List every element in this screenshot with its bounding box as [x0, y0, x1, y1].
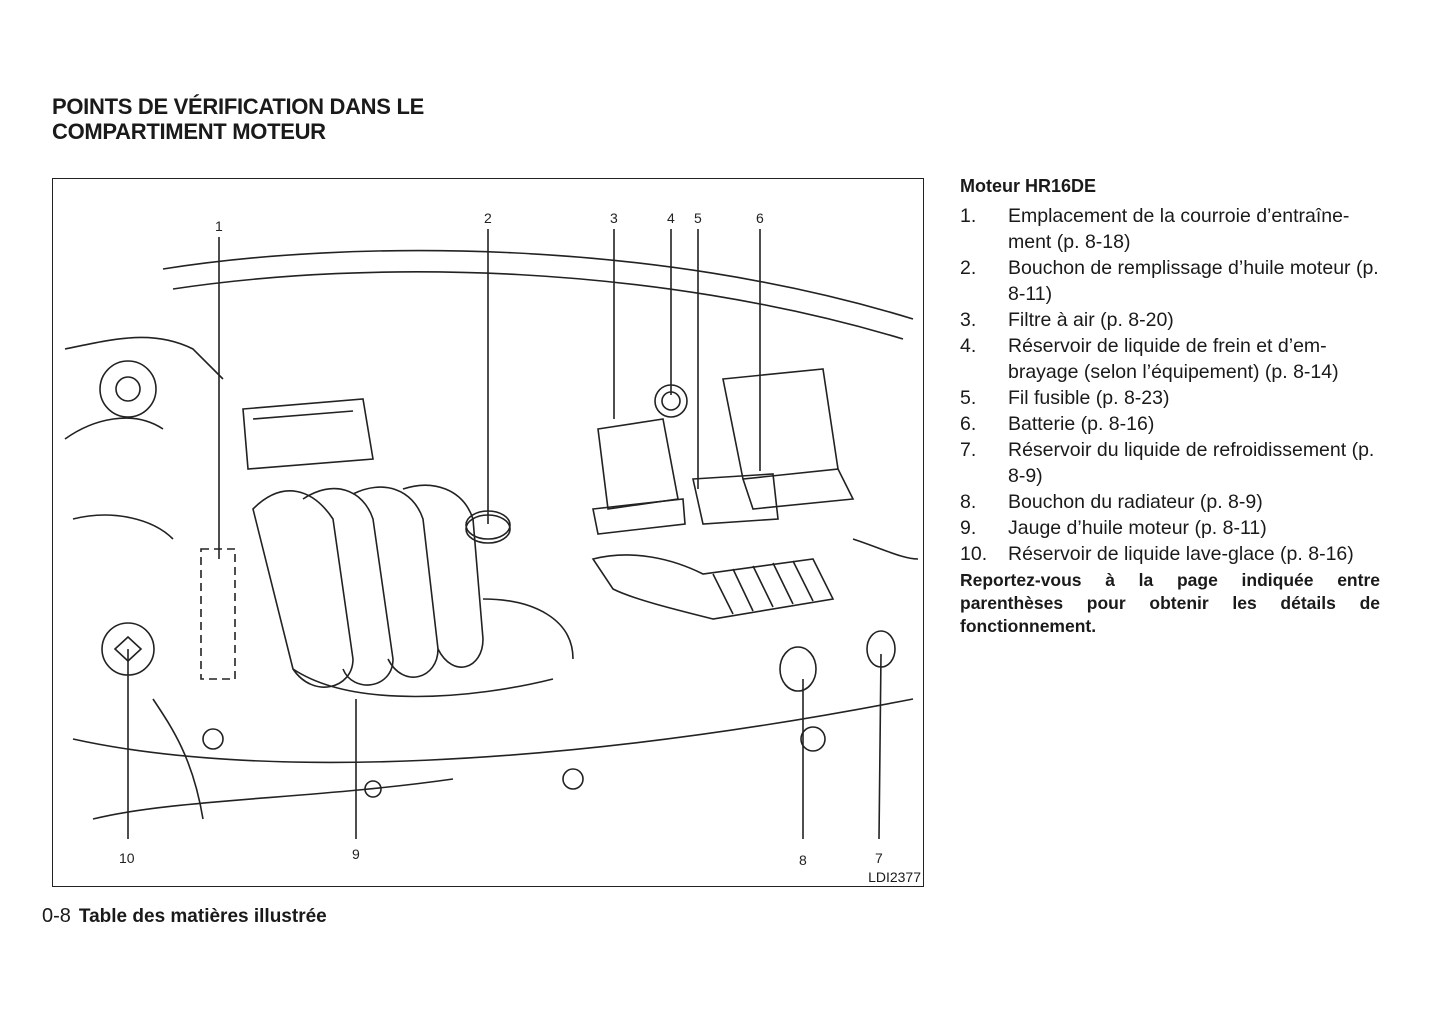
- legend-item-text: Jauge d’huile moteur (p. 8-11): [1008, 517, 1267, 539]
- legend-item-text: Réservoir de liquide de frein et d’em-br…: [1008, 335, 1339, 383]
- legend-item-text: Filtre à air (p. 8-20): [1008, 309, 1174, 331]
- legend-item-number: 10.: [960, 543, 988, 565]
- legend-item-text: Réservoir de liquide lave-glace (p. 8-16…: [1008, 543, 1354, 565]
- legend-item-text: Fil fusible (p. 8-23): [1008, 387, 1170, 409]
- legend-item: 8. Bouchon du radiateur (p. 8-9): [960, 489, 1380, 515]
- legend-item: 4. Réservoir de liquide de frein et d’em-…: [960, 333, 1380, 385]
- legend-item-text: Bouchon de remplissage d’huile moteur (p…: [1008, 257, 1379, 305]
- callout-8: 8: [799, 852, 807, 868]
- legend-item: 9. Jauge d’huile moteur (p. 8-11): [960, 515, 1380, 541]
- legend-item-text: Batterie (p. 8-16): [1008, 413, 1155, 435]
- legend-item-number: 6.: [960, 413, 977, 435]
- page-footer: 0-8 Table des matières illustrée: [42, 905, 327, 928]
- legend-item: 1. Emplacement de la courroie d’entraîne-…: [960, 203, 1380, 255]
- figure-code: LDI2377: [868, 869, 921, 885]
- legend-item-number: 9.: [960, 517, 977, 539]
- legend-item: 5. Fil fusible (p. 8-23): [960, 385, 1380, 411]
- engine-illustration: 1 2 3 4 5 6 7 8 9 10: [64, 210, 919, 868]
- legend-item: 2. Bouchon de remplissage d’huile moteur …: [960, 255, 1380, 307]
- legend-item-number: 7.: [960, 439, 977, 461]
- legend-item-number: 3.: [960, 309, 977, 331]
- page-number: 0-8: [42, 905, 71, 927]
- legend-panel: Moteur HR16DE 1. Emplacement de la courro…: [960, 176, 1380, 638]
- page-title-line2: COMPARTIMENT MOTEUR: [52, 119, 326, 144]
- callout-1: 1: [215, 218, 223, 234]
- callout-10: 10: [119, 850, 135, 866]
- legend-item: 6. Batterie (p. 8-16): [960, 411, 1380, 437]
- legend-item-text: Réservoir du liquide de refroidissement …: [1008, 439, 1375, 487]
- callout-4: 4: [667, 210, 675, 226]
- legend-heading: Moteur HR16DE: [960, 176, 1097, 196]
- legend-item-number: 8.: [960, 491, 977, 513]
- legend-item-text: Bouchon du radiateur (p. 8-9): [1008, 491, 1263, 513]
- section-title: Table des matières illustrée: [78, 906, 327, 927]
- callout-7: 7: [875, 850, 883, 866]
- page-title: POINTS DE VÉRIFICATION DANS LE COMPARTIM…: [52, 94, 424, 144]
- engine-compartment-figure: 1 2 3 4 5 6 7 8 9 10 LDI2377: [52, 178, 924, 887]
- legend-item: 7. Réservoir du liquide de refroidissemen…: [960, 437, 1380, 489]
- legend-item-text: Emplacement de la courroie d’entraîne-me…: [1008, 205, 1350, 253]
- page-title-line1: POINTS DE VÉRIFICATION DANS LE: [52, 94, 424, 119]
- callout-3: 3: [610, 210, 618, 226]
- legend-item: 10. Réservoir de liquide lave-glace (p. 8…: [960, 541, 1380, 567]
- callout-6: 6: [756, 210, 764, 226]
- legend-item-number: 2.: [960, 257, 977, 279]
- legend-item: 3. Filtre à air (p. 8-20): [960, 307, 1380, 333]
- callout-9: 9: [352, 846, 360, 862]
- legend-list: 1. Emplacement de la courroie d’entraîne-…: [960, 203, 1380, 567]
- callout-2: 2: [484, 210, 492, 226]
- legend-item-number: 1.: [960, 205, 977, 227]
- legend-item-number: 4.: [960, 335, 977, 357]
- callout-5: 5: [694, 210, 702, 226]
- legend-item-number: 5.: [960, 387, 977, 409]
- legend-note: Reportez-vous à la page indiquée entre p…: [960, 570, 1380, 636]
